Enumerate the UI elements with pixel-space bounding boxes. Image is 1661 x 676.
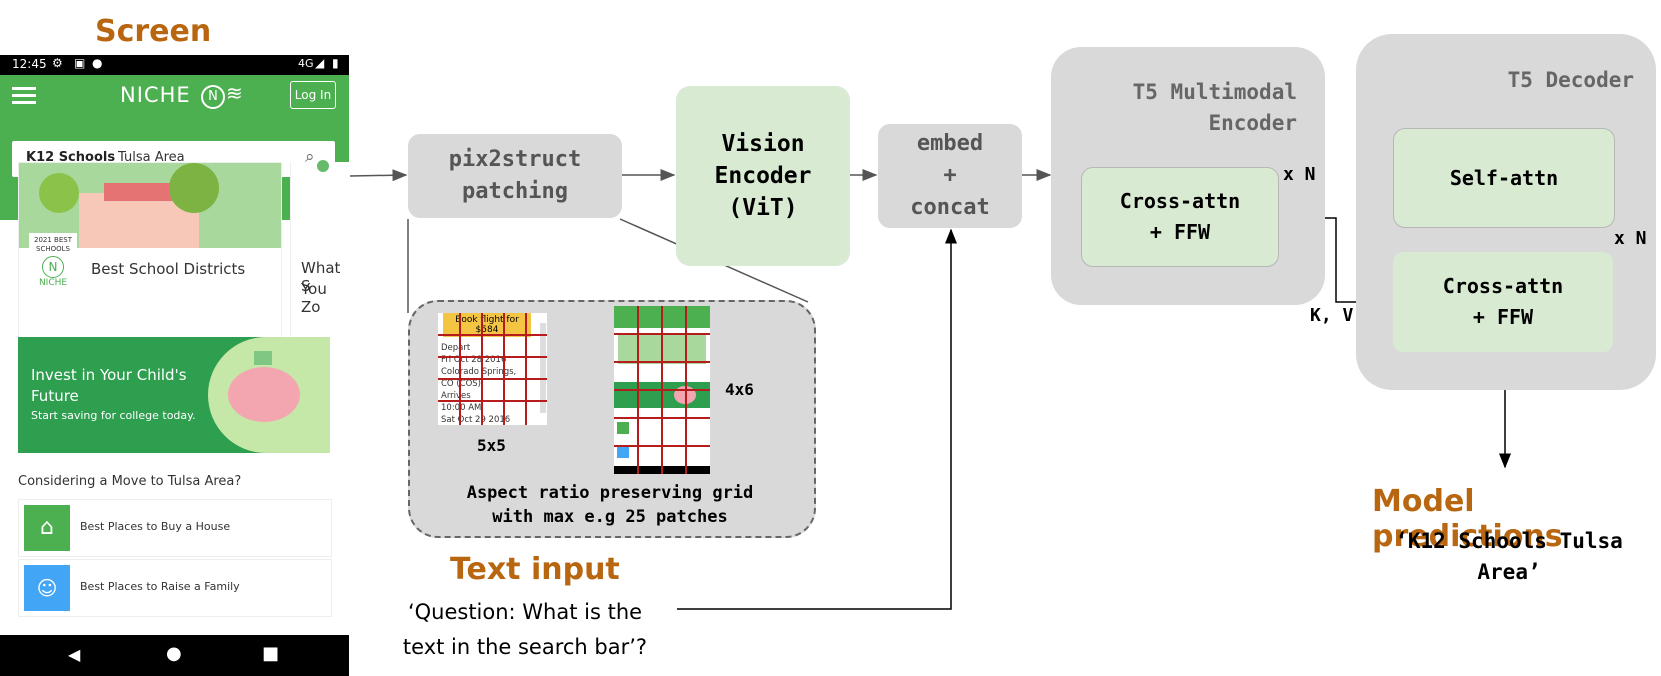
t5-decoder-box: T5 Decoder Self-attn Cross-attn + FFW: [1356, 34, 1656, 390]
menu-icon[interactable]: [12, 87, 36, 105]
login-button[interactable]: Log In: [290, 81, 336, 109]
grid-4x6-label: 4x6: [725, 380, 754, 399]
flight-line: Colorado Springs,: [441, 367, 517, 377]
scrollbar: [540, 323, 546, 413]
encoder-cross-attn-box: Cross-attn + FFW: [1081, 167, 1279, 267]
flight-line: Arrives: [441, 391, 471, 401]
promo-title: Invest in Your Child's Future: [31, 366, 187, 405]
map-pin-icon: [317, 160, 329, 172]
kv-label: K, V: [1310, 305, 1354, 326]
back-icon[interactable]: ◀: [68, 645, 81, 664]
search-query-bold: K12 Schools: [26, 150, 116, 165]
niche-badge-icon: N: [42, 256, 64, 278]
location-icon: ●: [92, 56, 103, 70]
grid-5x5-label: 5x5: [477, 436, 506, 455]
list-item-label: Best Places to Raise a Family: [80, 580, 240, 593]
list-item[interactable]: ⌂ Best Places to Buy a House: [18, 499, 332, 557]
book-flight-button: Book flight for $584: [443, 313, 531, 337]
brand-logo: NICHE: [120, 83, 191, 107]
family-icon: ☺: [24, 565, 70, 611]
badge-sub: SCHOOLS: [36, 245, 70, 253]
decoder-self-attn-label: Self-attn: [1449, 166, 1559, 190]
award-badge: 2021 BEST SCHOOLS N NICHE: [29, 233, 77, 293]
card-partial-line2: You Zo: [301, 280, 327, 316]
grid-5x5-overlay: [438, 313, 547, 425]
decoder-cross-attn-box: Cross-attn + FFW: [1393, 252, 1613, 352]
embed-concat-box: embed + concat: [878, 124, 1022, 228]
decoder-self-attn-box: Self-attn: [1393, 128, 1615, 228]
home-icon[interactable]: ●: [166, 643, 182, 664]
decoder-cross-attn-label: Cross-attn + FFW: [1442, 274, 1564, 329]
screen-label: Screen: [95, 14, 212, 49]
phone-screenshot: 12:45 ⚙ ▣ ● 4G ◢ ▮ NICHE N ≋ Log In K12 …: [0, 55, 349, 676]
search-icon[interactable]: ⌕: [305, 147, 315, 167]
arrow-screen-to-patching: [349, 169, 408, 182]
settings-icon: ⚙: [52, 56, 63, 70]
badge-year: 2021 BEST: [34, 236, 72, 244]
flight-line: 10:00 AM: [441, 403, 482, 413]
pix2struct-label: pix2struct patching: [448, 147, 582, 204]
encoder-cross-attn-label: Cross-attn + FFW: [1119, 189, 1241, 244]
text-input-label: Text input: [450, 552, 620, 587]
list-item[interactable]: ☺ Best Places to Raise a Family: [18, 559, 332, 617]
card-school-districts[interactable]: 2021 BEST SCHOOLS N NICHE Best School Di…: [18, 162, 282, 356]
decoder-repeat-label: x N: [1614, 228, 1647, 249]
arrow-question-to-embed: [677, 228, 957, 610]
brand-logo-icon: N: [201, 85, 225, 109]
vision-encoder-label: Vision Encoder (ViT): [714, 131, 812, 221]
house-icon: ⌂: [24, 505, 70, 551]
notification-icon: ▣: [74, 56, 86, 70]
network-label: 4G: [298, 57, 314, 70]
card-partial[interactable]: What S You Zo: [290, 160, 349, 354]
signal-icon: ◢: [315, 56, 325, 70]
flight-line: Sat Oct 29 2016: [441, 415, 511, 425]
status-bar: 12:45 ⚙ ▣ ● 4G ◢ ▮: [0, 55, 349, 75]
grid-4x6-overlay: [614, 306, 710, 474]
grid-caption: Aspect ratio preserving grid with max e.…: [466, 483, 754, 527]
model-predictions-label: Model predictions: [1372, 484, 1563, 554]
vision-encoder-box: Vision Encoder (ViT): [676, 86, 850, 266]
section-title: Considering a Move to Tulsa Area?: [18, 474, 242, 489]
badge-brand: NICHE: [38, 278, 68, 288]
battery-icon: ▮: [332, 56, 339, 70]
piggy-bank-icon: [228, 367, 300, 422]
t5-encoder-box: T5 Multimodal Encoder Cross-attn + FFW: [1051, 47, 1325, 305]
prediction-text: ‘K12 Schools Tulsa Area’: [1395, 529, 1623, 584]
search-query-text: Tulsa Area: [118, 150, 185, 165]
card-partial-line1: What S: [301, 259, 341, 295]
question-text: ‘Question: What is the text in the searc…: [402, 600, 648, 659]
embed-concat-label: embed + concat: [910, 131, 990, 220]
pix2struct-patching-box: pix2struct patching: [408, 134, 622, 218]
t5-encoder-title: T5 Multimodal Encoder: [1132, 80, 1297, 135]
promo-banner[interactable]: Invest in Your Child's Future Start savi…: [18, 337, 330, 453]
card-title: Best School Districts: [91, 260, 246, 278]
encoder-repeat-label: x N: [1283, 164, 1316, 185]
flight-line: Fri Oct 28 2016: [441, 355, 507, 365]
brand-waves-icon: ≋: [226, 81, 243, 105]
promo-subtitle: Start saving for college today.: [31, 409, 196, 422]
list-item-label: Best Places to Buy a House: [80, 520, 231, 533]
flight-line: Depart: [441, 343, 471, 353]
status-time: 12:45: [12, 57, 47, 71]
money-icon: [254, 351, 272, 365]
android-nav-bar: ◀ ● ■: [0, 635, 349, 676]
t5-decoder-title: T5 Decoder: [1507, 68, 1634, 92]
recents-icon[interactable]: ■: [262, 643, 280, 664]
